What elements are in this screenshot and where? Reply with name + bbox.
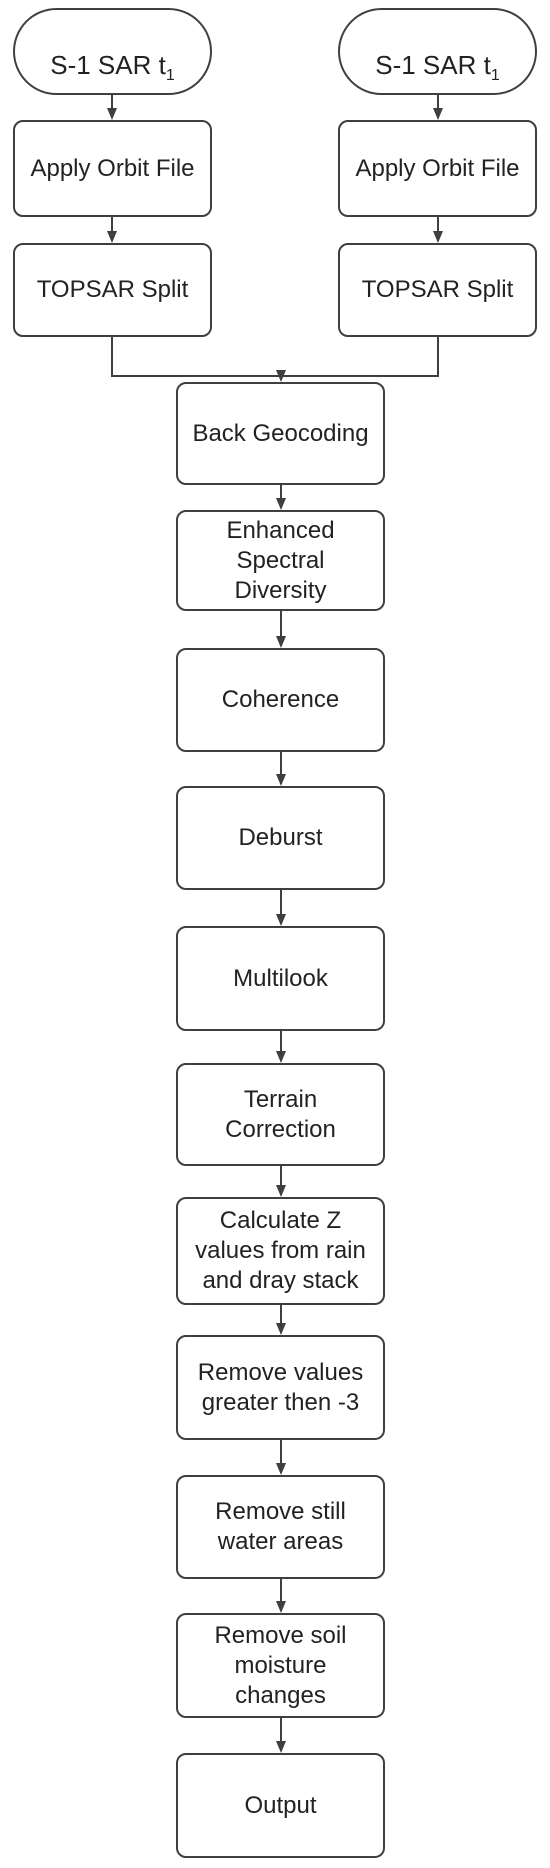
remove-values-label: Remove values greater then -3: [197, 1358, 364, 1416]
input-left-label: S-1 SAR t1: [50, 17, 175, 87]
esd-label: Enhanced Spectral Diversity: [226, 516, 335, 604]
remove-values-node: Remove values greater then -3: [176, 1335, 385, 1440]
calculate-z-node: Calculate Z values from rain and dray st…: [176, 1197, 385, 1305]
remove-soil-label: Remove soil moisture changes: [214, 1621, 347, 1709]
topsar-split-left-node: TOPSAR Split: [13, 243, 212, 337]
remove-water-label: Remove still water areas: [215, 1498, 346, 1555]
connector-split-right-to-merge: [281, 337, 439, 377]
topsar-split-right-node: TOPSAR Split: [338, 243, 537, 337]
input-right-node: S-1 SAR t1: [338, 8, 537, 95]
output-node: Output: [176, 1753, 385, 1858]
apply-orbit-right-label: Apply Orbit File: [355, 154, 520, 182]
topsar-split-right-label: TOPSAR Split: [361, 276, 514, 303]
apply-orbit-right-node: Apply Orbit File: [338, 120, 537, 217]
remove-water-node: Remove still water areas: [176, 1475, 385, 1579]
back-geocoding-label: Back Geocoding: [192, 419, 369, 447]
coherence-node: Coherence: [176, 648, 385, 752]
input-left-node: S-1 SAR t1: [13, 8, 212, 95]
terrain-correction-label: Terrain Correction: [225, 1085, 336, 1143]
input-left-text: S-1 SAR t: [50, 50, 166, 81]
input-right-text: S-1 SAR t: [375, 50, 491, 81]
input-left-subscript: 1: [165, 67, 175, 85]
terrain-correction-node: Terrain Correction: [176, 1063, 385, 1166]
esd-node: Enhanced Spectral Diversity: [176, 510, 385, 611]
multilook-node: Multilook: [176, 926, 385, 1031]
remove-soil-node: Remove soil moisture changes: [176, 1613, 385, 1718]
deburst-label: Deburst: [238, 824, 323, 851]
deburst-node: Deburst: [176, 786, 385, 890]
output-label: Output: [244, 1791, 317, 1819]
connector-split-left-to-merge: [111, 337, 281, 377]
apply-orbit-left-node: Apply Orbit File: [13, 120, 212, 217]
input-right-subscript: 1: [490, 67, 500, 85]
input-right-label: S-1 SAR t1: [375, 17, 500, 87]
apply-orbit-left-label: Apply Orbit File: [30, 154, 195, 182]
multilook-label: Multilook: [233, 964, 328, 992]
coherence-label: Coherence: [221, 686, 340, 713]
topsar-split-left-label: TOPSAR Split: [36, 276, 189, 303]
calculate-z-label: Calculate Z values from rain and dray st…: [195, 1207, 366, 1294]
back-geocoding-node: Back Geocoding: [176, 382, 385, 485]
